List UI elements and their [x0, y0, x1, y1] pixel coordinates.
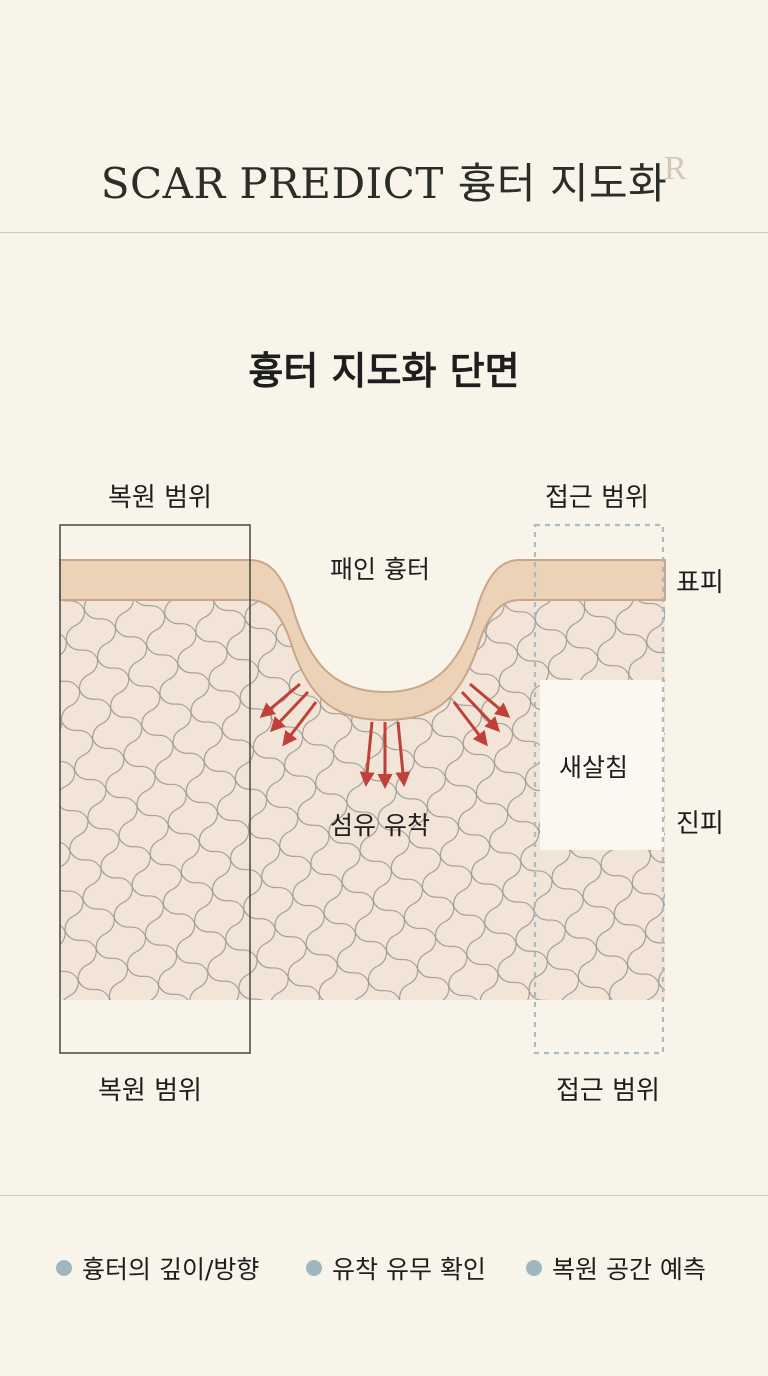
depressed-scar-label: 패인 흉터 [330, 555, 430, 584]
access-range-box [533, 523, 665, 1055]
legend: 흉터의 깊이/방향 유착 유무 확인 복원 공간 예측 [0, 1248, 768, 1288]
arrow-left-2 [269, 690, 310, 733]
arrow-left-1 [259, 682, 301, 718]
arrow-down-3 [395, 721, 411, 787]
restore-range-label-top: 복원 범위 [108, 483, 212, 513]
arrow-left-3 [282, 701, 318, 747]
access-range-label-bottom: 접근 범위 [556, 1076, 660, 1106]
legend-item-adhesion-check: 유착 유무 확인 [306, 1248, 486, 1288]
dermis-label: 진피 [676, 809, 724, 839]
legend-text: 유착 유무 확인 [332, 1255, 486, 1284]
new-tissue-label: 새살침 [559, 753, 629, 782]
brand-title: SCAR PREDICT 흉터 지도화 [100, 159, 668, 208]
fiber-adhesion-label: 섬유 유착 [330, 811, 430, 840]
legend-item-depth-direction: 흉터의 깊이/방향 [56, 1248, 259, 1288]
access-range-label-top: 접근 범위 [545, 483, 649, 513]
legend-text: 복원 공간 예측 [552, 1255, 706, 1284]
restore-range-label-bottom: 복원 범위 [98, 1076, 202, 1106]
arrow-down-1 [359, 721, 375, 787]
diagram-title: 흉터 지도화 단면 [248, 349, 520, 393]
restore-range-box [59, 524, 251, 1054]
arrow-right-2 [460, 690, 501, 733]
header: SCAR PREDICT 흉터 지도화 R [0, 0, 768, 233]
fiber-adhesion-arrows [259, 682, 511, 789]
arrow-right-3 [452, 701, 488, 747]
legend-text: 흉터의 깊이/방향 [82, 1255, 260, 1284]
epidermis-label: 표피 [676, 568, 724, 598]
epidermis-layer [59, 559, 666, 722]
legend-dot-icon [526, 1260, 542, 1276]
arrow-right-1 [469, 682, 511, 718]
new-tissue-region [540, 680, 664, 850]
brand-mark-icon: R [664, 150, 687, 187]
legend-dot-icon [306, 1260, 322, 1276]
legend-dot-icon [56, 1260, 72, 1276]
legend-item-restore-space: 복원 공간 예측 [526, 1248, 706, 1288]
footer-divider [0, 1195, 768, 1196]
